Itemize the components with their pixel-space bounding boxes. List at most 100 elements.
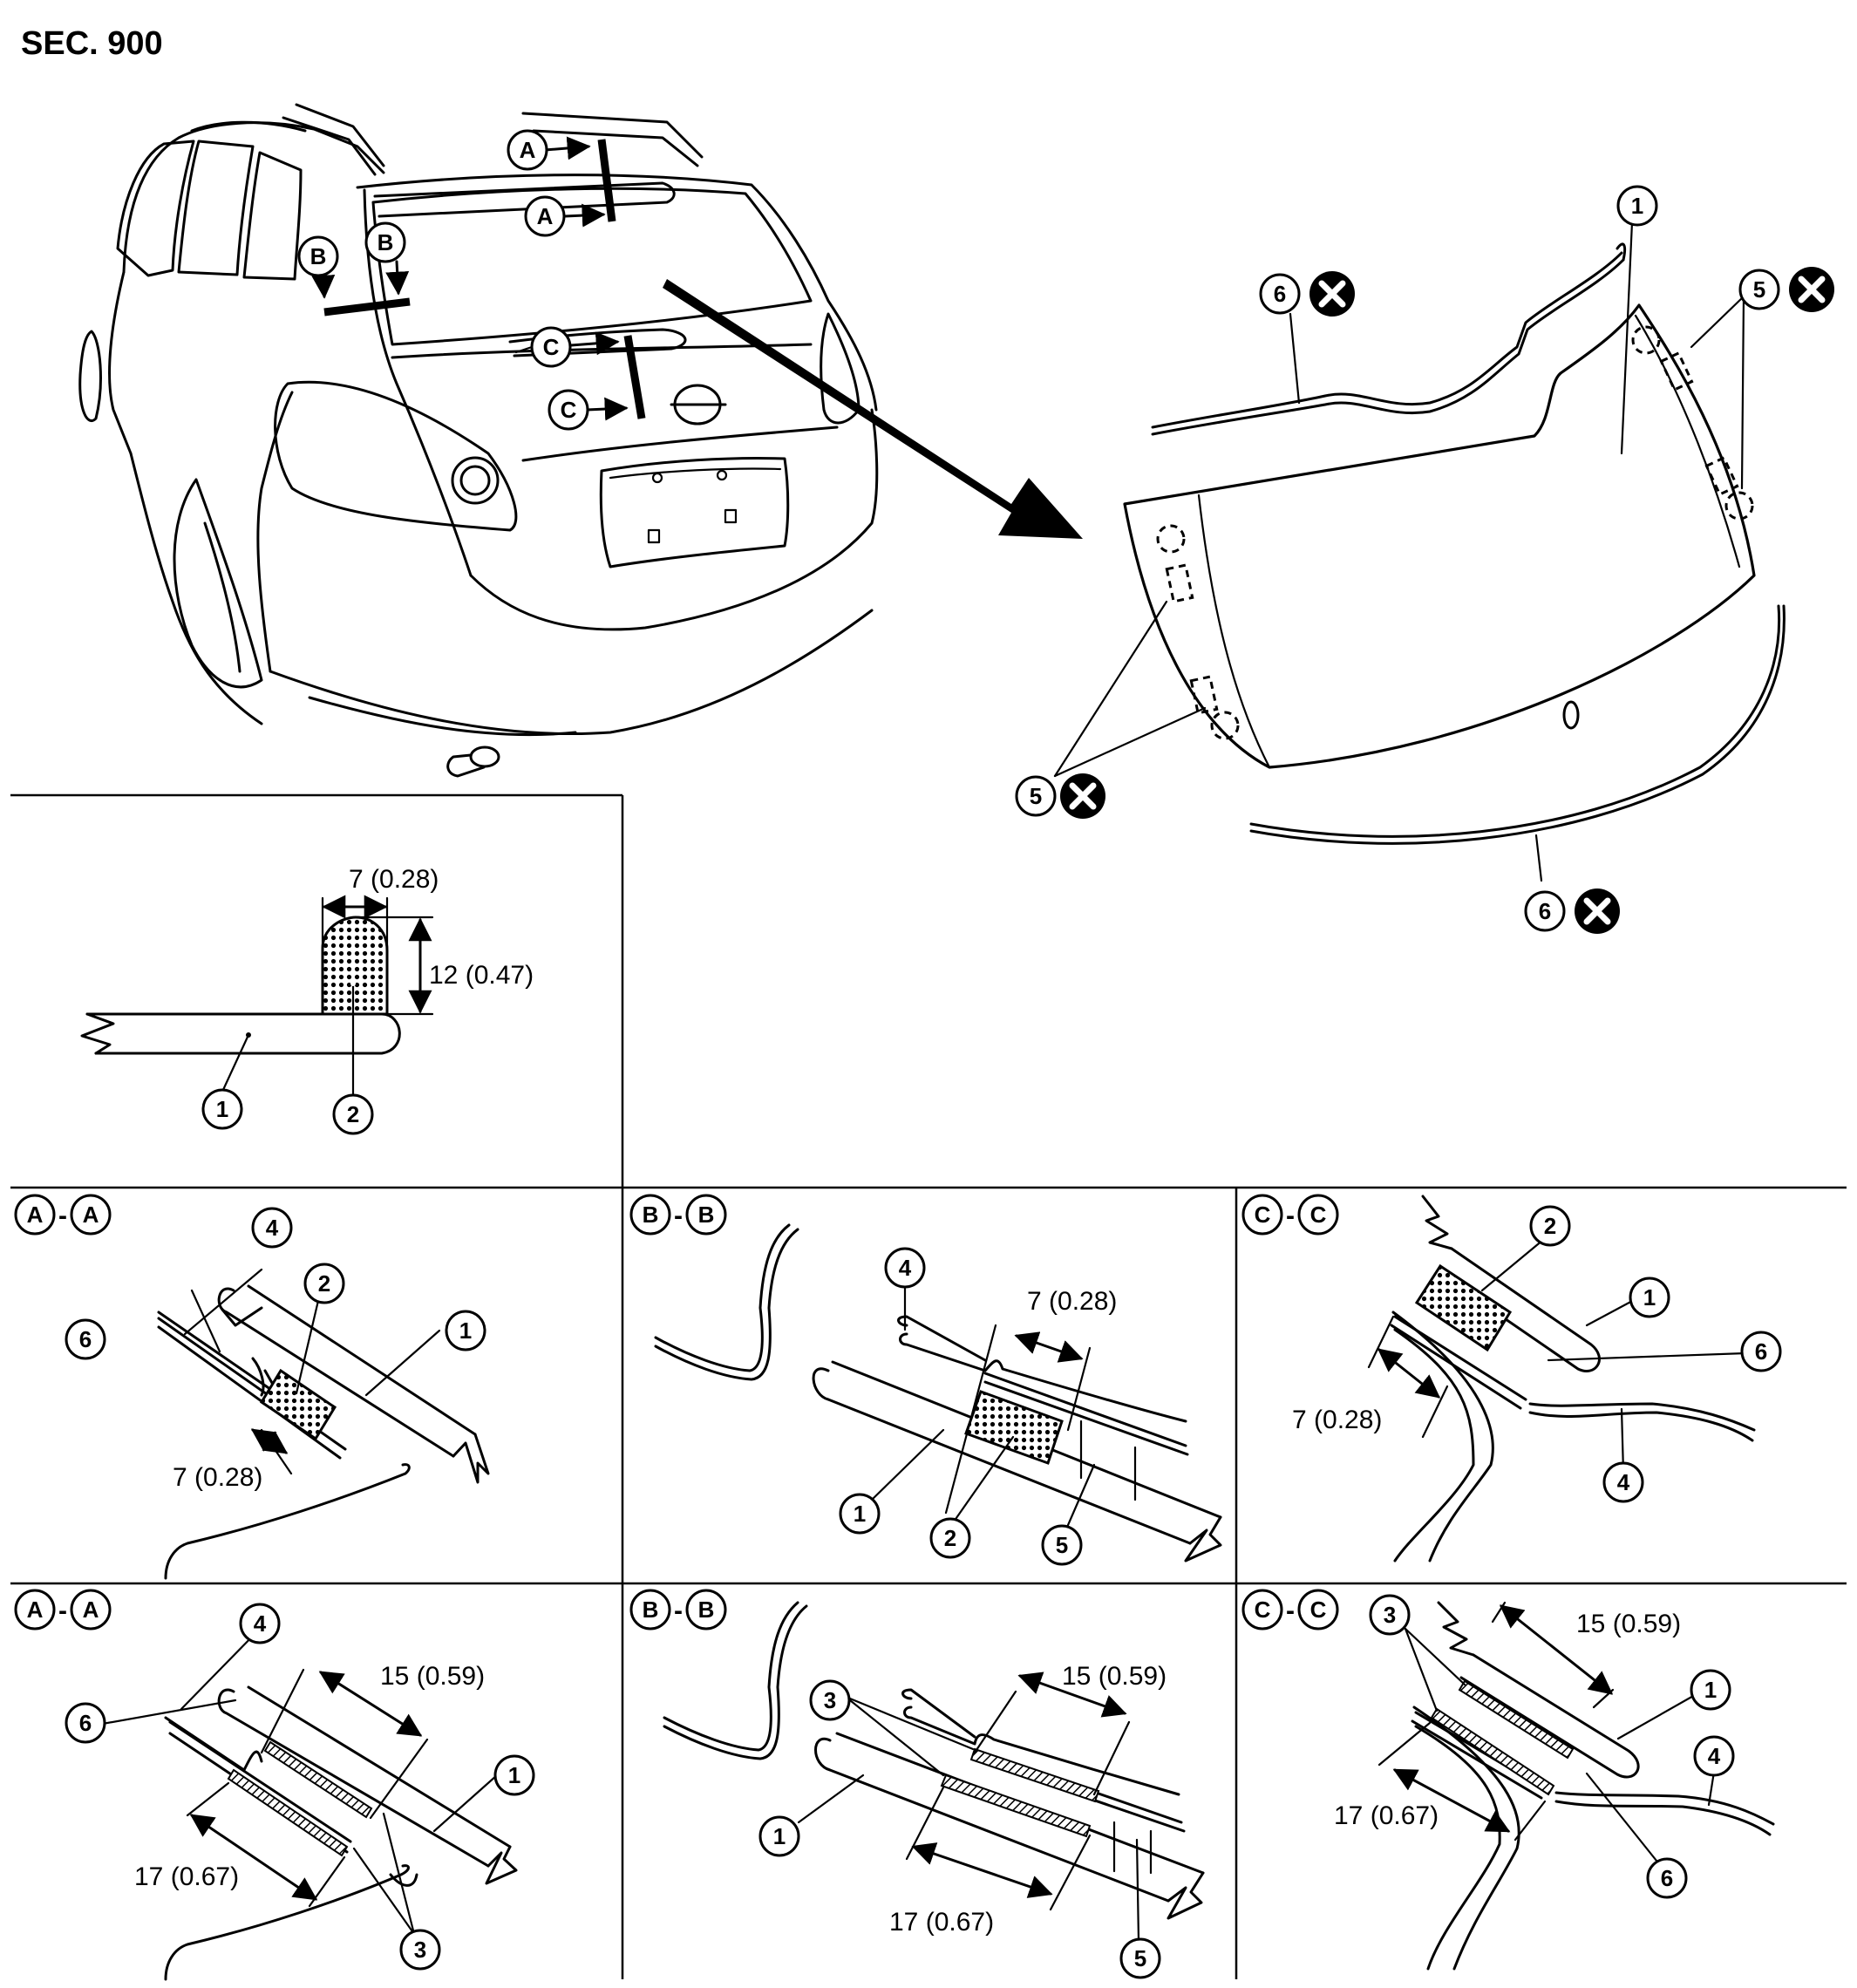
section-c-c-bottom xyxy=(1377,1601,1775,1971)
svg-text:1: 1 xyxy=(773,1823,786,1849)
dim-aa-top-7: 7 (0.28) xyxy=(173,1463,262,1492)
svg-text:6: 6 xyxy=(1755,1338,1767,1365)
callout-cc-top-4: 4 xyxy=(1602,1461,1644,1503)
callout-aa-top-4: 4 xyxy=(251,1207,293,1249)
section-a-a-bottom xyxy=(96,1627,518,1981)
svg-text:6: 6 xyxy=(1274,281,1286,307)
svg-text:5: 5 xyxy=(1753,276,1765,303)
svg-text:2: 2 xyxy=(347,1101,359,1127)
callout-spacer-5-left: 5 xyxy=(1015,775,1057,817)
svg-text:-: - xyxy=(58,1597,67,1625)
svg-text:1: 1 xyxy=(1631,193,1643,219)
svg-text:A: A xyxy=(83,1202,99,1228)
svg-text:C: C xyxy=(561,397,577,423)
section-c-c-top xyxy=(1367,1195,1756,1562)
callout-bb-top-4: 4 xyxy=(884,1247,926,1289)
callout-bb-top-5: 5 xyxy=(1041,1524,1083,1566)
back-door-glass-view xyxy=(1053,221,1786,882)
svg-text:2: 2 xyxy=(318,1270,330,1297)
dim-cc-bot-17: 17 (0.67) xyxy=(1334,1801,1439,1830)
svg-text:A: A xyxy=(520,137,536,163)
x-circle-icon xyxy=(1309,271,1355,317)
svg-text:3: 3 xyxy=(1384,1602,1396,1628)
callout-bead-urethane-2: 2 xyxy=(332,1093,374,1135)
svg-text:C: C xyxy=(1310,1202,1327,1228)
x-circle-icon xyxy=(1789,267,1834,312)
panel-frame xyxy=(10,793,1847,1979)
callout-bead-glass-1: 1 xyxy=(201,1088,243,1130)
svg-text:1: 1 xyxy=(459,1317,472,1344)
x-circle-icon xyxy=(1575,888,1620,934)
callout-cc-top-6: 6 xyxy=(1740,1331,1782,1372)
callout-glass-1: 1 xyxy=(1616,185,1658,227)
svg-text:B: B xyxy=(378,229,394,255)
svg-text:B: B xyxy=(698,1597,715,1623)
dim-cc-top-7: 7 (0.28) xyxy=(1292,1406,1382,1434)
svg-text:C: C xyxy=(1310,1597,1327,1623)
svg-text:2: 2 xyxy=(1544,1213,1556,1239)
section-tag-c-lower: C xyxy=(548,389,589,431)
dim-bead-height: 12 (0.47) xyxy=(429,961,534,990)
callout-aa-top-6: 6 xyxy=(65,1318,106,1360)
dim-cc-bot-15: 15 (0.59) xyxy=(1576,1610,1681,1638)
svg-text:5: 5 xyxy=(1030,783,1042,809)
svg-text:3: 3 xyxy=(824,1687,836,1713)
bead-detail xyxy=(80,895,434,1096)
svg-text:3: 3 xyxy=(414,1937,426,1963)
section-tag-a-upper: A xyxy=(507,129,548,171)
svg-text:4: 4 xyxy=(1708,1743,1721,1769)
dim-aa-bot-17: 17 (0.67) xyxy=(134,1862,239,1891)
svg-text:6: 6 xyxy=(79,1326,92,1352)
section-tag-b-left: B xyxy=(297,235,339,277)
section-a-a-title-top: A - A xyxy=(14,1194,112,1236)
svg-text:-: - xyxy=(1286,1597,1295,1625)
svg-text:A: A xyxy=(83,1597,99,1623)
callout-aa-top-2: 2 xyxy=(303,1263,345,1304)
svg-text:C: C xyxy=(543,334,560,360)
svg-text:4: 4 xyxy=(1617,1469,1630,1495)
svg-text:6: 6 xyxy=(1661,1865,1673,1891)
dim-bead-width: 7 (0.28) xyxy=(349,865,439,894)
section-b-b-top xyxy=(654,1223,1222,1562)
callout-bb-top-1: 1 xyxy=(839,1493,881,1535)
callout-cc-bot-6: 6 xyxy=(1646,1857,1688,1899)
section-a-a-top xyxy=(157,1268,490,1580)
callout-cc-bot-1: 1 xyxy=(1690,1669,1731,1711)
svg-text:6: 6 xyxy=(1539,898,1551,924)
svg-text:-: - xyxy=(674,1202,683,1230)
svg-text:-: - xyxy=(1286,1202,1295,1230)
svg-text:5: 5 xyxy=(1134,1945,1146,1971)
callout-aa-bot-1: 1 xyxy=(493,1754,535,1796)
svg-text:5: 5 xyxy=(1056,1532,1068,1558)
svg-text:A: A xyxy=(27,1597,44,1623)
callout-bb-bot-3: 3 xyxy=(809,1679,851,1721)
callout-bb-top-2: 2 xyxy=(929,1517,971,1559)
section-b-b-title-bottom: B - B xyxy=(629,1589,727,1631)
callout-spacer-5-right: 5 xyxy=(1738,269,1780,310)
dim-bb-top-7: 7 (0.28) xyxy=(1027,1287,1117,1316)
dim-aa-bot-15: 15 (0.59) xyxy=(380,1662,485,1691)
svg-text:1: 1 xyxy=(508,1762,520,1788)
svg-text:4: 4 xyxy=(266,1215,279,1241)
callout-bb-bot-1: 1 xyxy=(758,1815,800,1857)
svg-text:A: A xyxy=(27,1202,44,1228)
section-b-b-bottom xyxy=(663,1601,1205,1943)
callout-cc-bot-4: 4 xyxy=(1693,1735,1735,1777)
section-b-b-title-top: B - B xyxy=(629,1194,727,1236)
vehicle-rear-view xyxy=(78,103,879,778)
callout-upper-molding-6: 6 xyxy=(1259,273,1301,315)
svg-text:-: - xyxy=(674,1597,683,1625)
dim-bb-bot-17: 17 (0.67) xyxy=(889,1908,994,1937)
callout-cc-top-1: 1 xyxy=(1629,1277,1670,1318)
svg-text:C: C xyxy=(1255,1202,1271,1228)
svg-text:C: C xyxy=(1255,1597,1271,1623)
section-tag-b-right: B xyxy=(364,221,406,263)
svg-text:A: A xyxy=(537,203,554,229)
svg-text:B: B xyxy=(698,1202,715,1228)
svg-text:B: B xyxy=(643,1597,659,1623)
callout-aa-bot-3: 3 xyxy=(399,1929,441,1971)
callout-lower-molding-6: 6 xyxy=(1524,890,1566,932)
x-circle-icon xyxy=(1060,773,1105,819)
section-c-c-title-bottom: C - C xyxy=(1241,1589,1339,1631)
